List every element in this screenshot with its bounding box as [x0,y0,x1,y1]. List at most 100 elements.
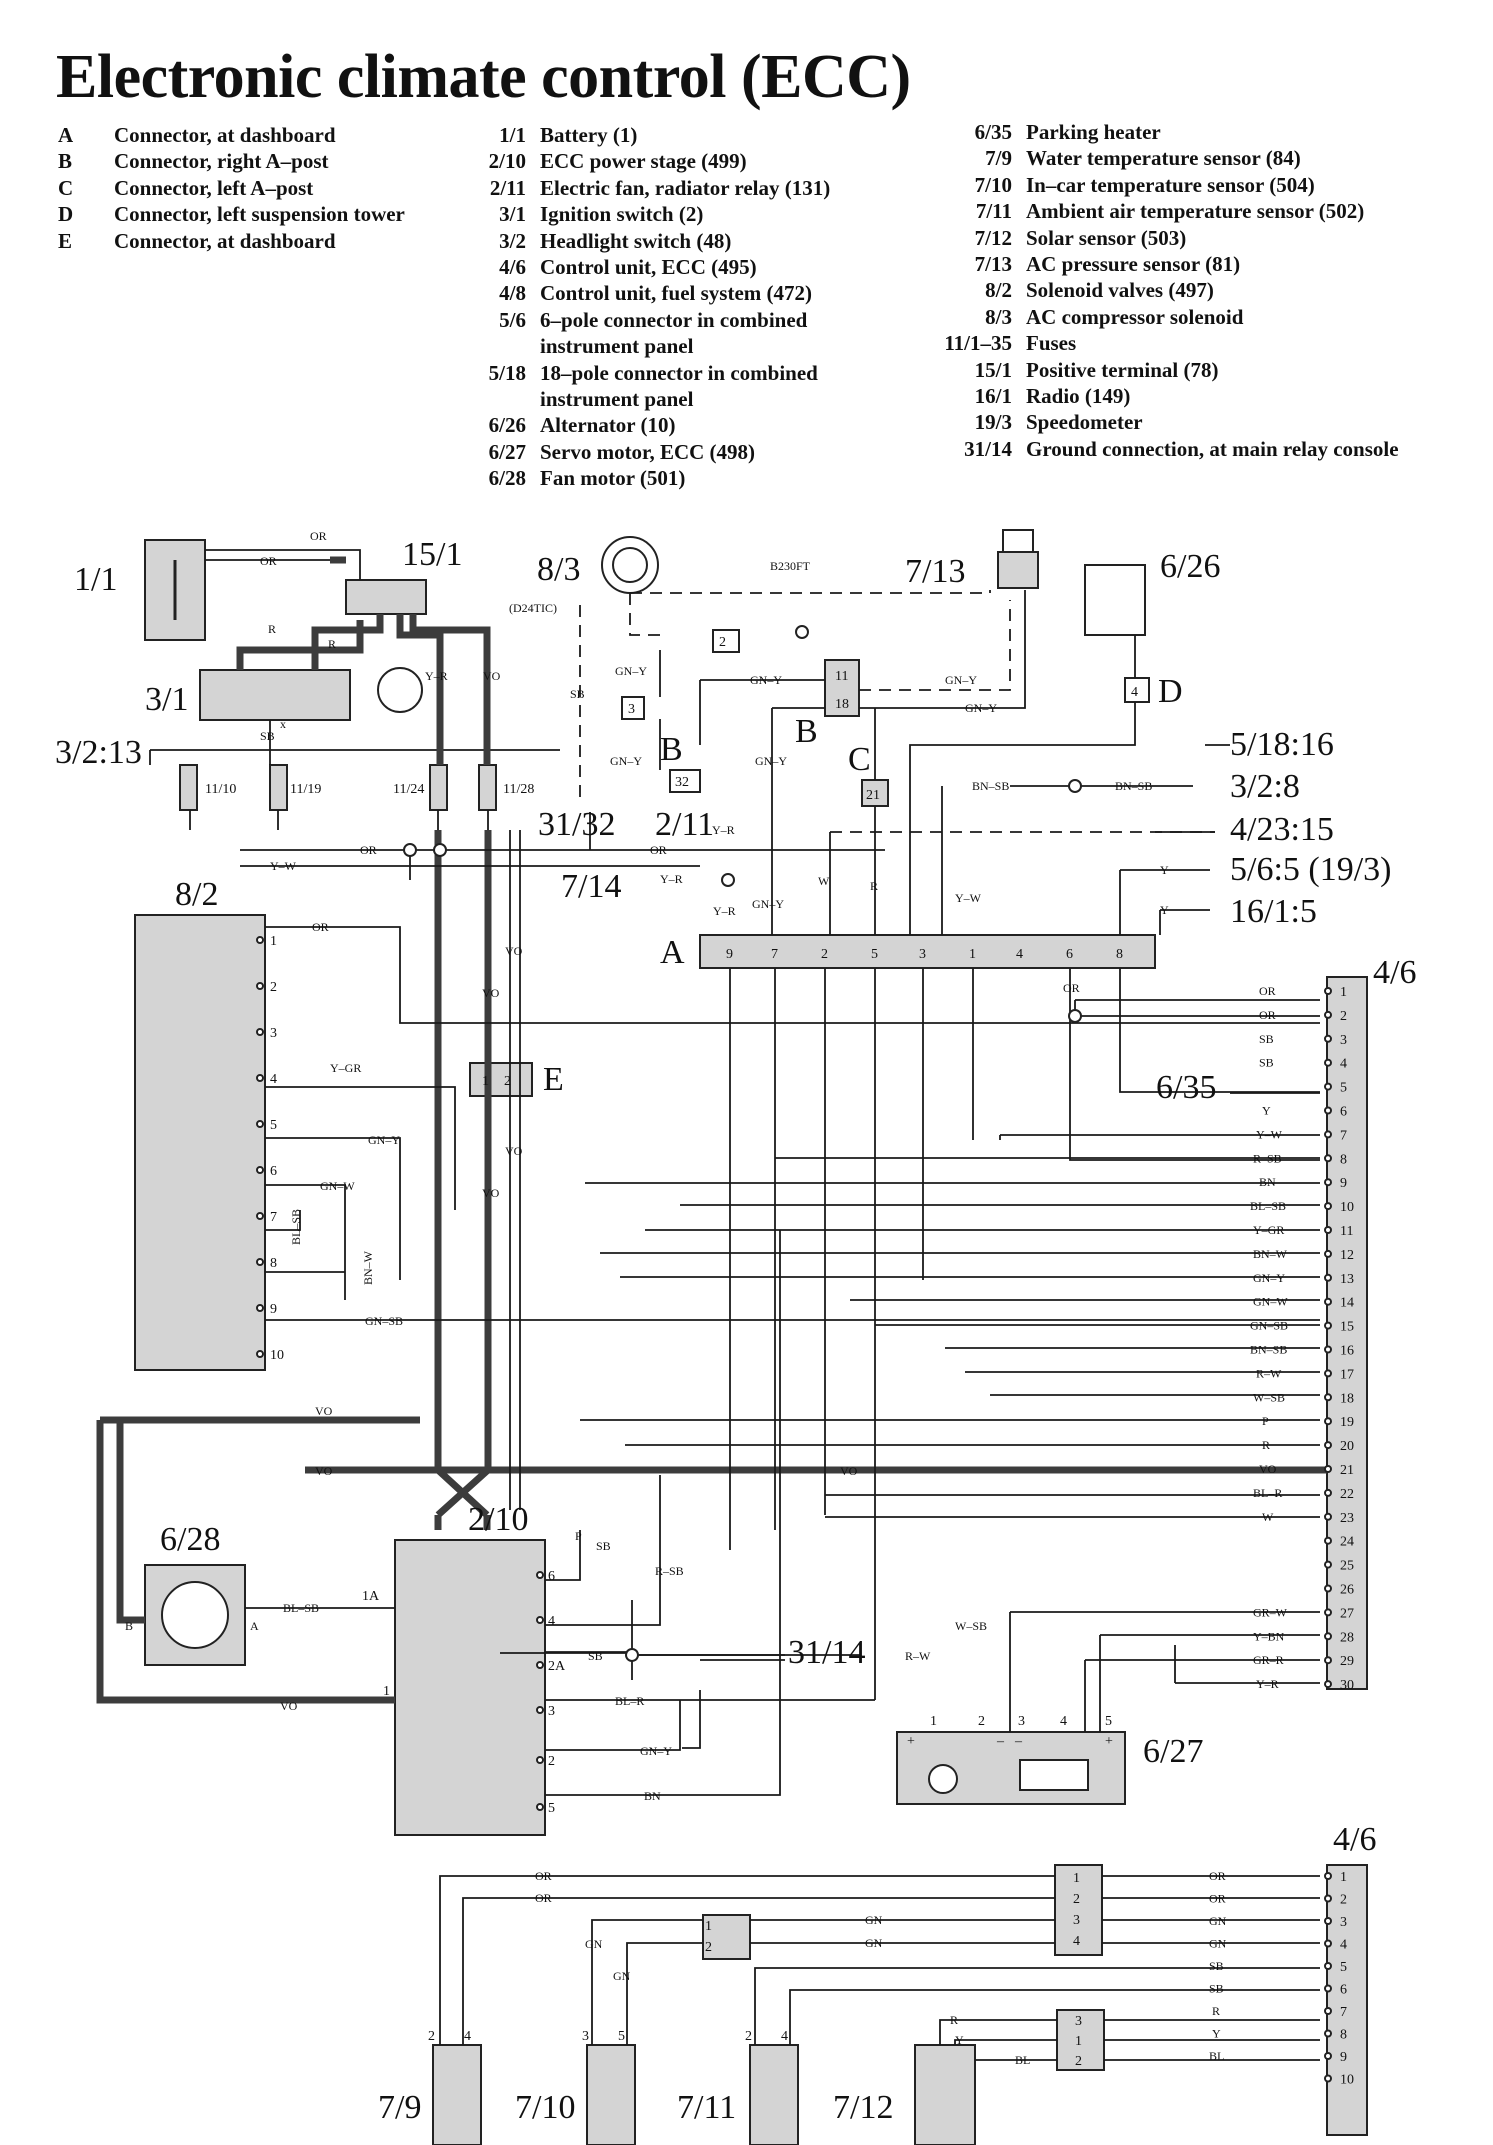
wire-label: SB [588,1649,603,1663]
ecu-pin-dot [1324,1369,1332,1378]
wire-label: BL–SB [289,1209,303,1245]
legend-component-desc: 18–pole connector in combined instrument… [540,360,818,412]
ecu-pin-dot [1324,1178,1332,1187]
connector-letter-c: C [848,741,871,778]
wire-label: R [950,2013,958,2027]
legend-component-desc: Electric fan, radiator relay (131) [540,175,831,200]
legend-component-desc: Parking heater [1026,120,1161,144]
ecu-pin-dot [1324,1082,1332,1091]
legend-connector-desc: Connector, at dashboard [114,228,336,253]
ecu-pin-wire-color: BN–SB [1250,1343,1287,1357]
fan-symbol [161,1581,229,1649]
ecu-pin-wire-color: GN–SB [1250,1319,1288,1333]
ecu-pin-wire-color: Y–W [1256,1127,1283,1141]
ecu-pin-dot [1324,1680,1332,1689]
wire-label: P [575,1529,582,1543]
connector-312-pin: 3 [1075,2014,1082,2029]
solenoid-pin-number: 2 [270,980,277,995]
wire-label: GN–Y [368,1133,400,1147]
wire-label: GN–Y [610,754,642,768]
legend-component-code: 11/1–35 [944,331,1012,356]
solenoid-pin-number: 5 [270,1118,277,1133]
ecu-pin-dot [1324,1226,1332,1234]
sensor-7-9-box [432,2044,482,2145]
servo-motor-symbol [928,1764,958,1794]
ecu-pin-number: 8 [1340,1152,1347,1167]
legend-connector-code: C [58,175,74,200]
legend-component-desc: Control unit, ECC (495) [540,255,757,280]
sensor-7-10-pin: 3 [582,2029,589,2044]
wire-label: Y–W [955,891,982,905]
solenoid-pin-number: 10 [270,1348,284,1363]
wire-label: VO [482,986,500,1000]
legend-component-desc: Radio (149) [1026,384,1131,409]
wire-label: W–SB [955,1619,987,1633]
ref-4-23-15: 4/23:15 [1230,811,1334,848]
connector-letter-d: D [1158,673,1183,710]
wire-label: Y–R [660,872,683,886]
legend-component-code: 4/8 [499,281,526,306]
ecu-pin-wire-color: Y–R [1256,1677,1279,1691]
solenoid-pin-number: 6 [270,1164,277,1179]
connector-a-pin: 2 [821,947,828,962]
legend-component-desc: AC compressor solenoid [1026,304,1244,329]
wire-label: BL [1015,2053,1030,2067]
connector-1234-pin: 2 [1073,1892,1080,1907]
legend-component-code: 3/1 [499,202,526,227]
label-4-6-top: 4/6 [1373,954,1416,991]
wire-label: x [280,717,286,731]
wire-label: BN–SB [972,779,1009,793]
inline-box-32 [669,769,701,793]
ecu-pin-wire-color: SB [1259,1032,1274,1046]
connector-e-pin: 1 [482,1074,489,1089]
solenoid-pin-number: 4 [270,1072,277,1087]
ecu-pin-dot [1324,1345,1332,1354]
ecu-pin-wire-color: GN–Y [1253,1271,1285,1285]
wire-label: BN–SB [1115,779,1152,793]
label-6-27: 6/27 [1143,1733,1203,1770]
label-7-9: 7/9 [378,2089,421,2126]
page-title: Electronic climate control (ECC) [56,43,911,111]
ecu-pin-wire-color: BL–R [1253,1486,1282,1500]
ecu-pin-wire-color: BN [1259,1175,1276,1189]
ecu-pin-wire-color: SB [1259,1056,1274,1070]
legend-component-desc: Solenoid valves (497) [1026,278,1214,303]
legend-component-desc: Speedometer [1026,410,1143,435]
label-7-13: 7/13 [905,553,965,590]
label-6-26: 6/26 [1160,548,1220,585]
label-6-28: 6/28 [160,1521,220,1558]
legend-component-code: 6/26 [488,413,526,438]
ac-pressure-sensor-body [997,551,1039,589]
connector-a-pin: 6 [1066,947,1073,962]
ignition-switch-box [199,669,351,721]
fuse-label-11-24: 11/24 [393,782,424,797]
wire-label: OR [1063,981,1080,995]
servo-motor-box [896,1731,1126,1805]
servo-pin-number: 5 [1105,1714,1112,1729]
solenoid-pin-dot [256,1120,264,1128]
wire-label: VO [482,1186,500,1200]
ecu-pin-number: 2 [1340,1893,1347,1908]
inline-box-3 [621,696,645,720]
ecu-pin-number: 23 [1340,1511,1354,1526]
sensor-7-11-pin: 4 [781,2029,788,2044]
connector-e-pin: 2 [504,1074,511,1089]
label-8-3: 8/3 [537,551,580,588]
power-stage-pin-number: 2 [548,1754,555,1769]
ecu-pin-number: 11 [1340,1224,1353,1239]
label-31-32: 31/32 [538,806,615,843]
ecu-pin-number: 9 [1340,2050,1347,2065]
legend-component-code: 4/6 [499,255,526,280]
legend-component-code: 7/11 [975,199,1012,224]
ecu-pin-wire-color: Y [1262,1104,1271,1118]
